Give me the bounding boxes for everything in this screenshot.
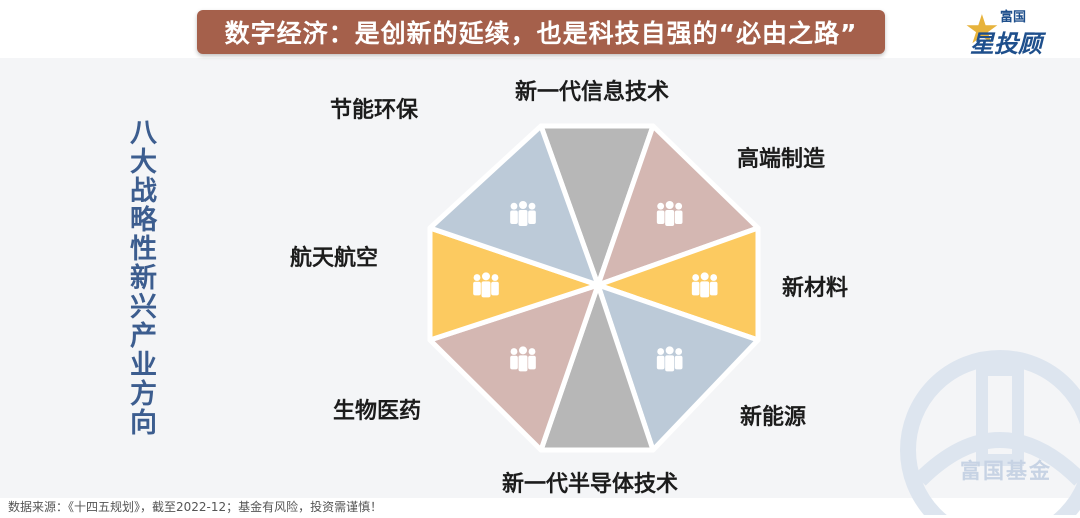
logo-main-text: 星投顾 bbox=[970, 30, 1042, 58]
source-note: 数据来源：《十四五规划》，截至2022-12；基金有风险，投资需谨慎！ bbox=[8, 500, 383, 514]
label-sector-3: 新材料 bbox=[782, 276, 849, 301]
label-sector-4: 新能源 bbox=[740, 405, 807, 430]
label-sector-7: 航天航空 bbox=[290, 246, 379, 271]
people-group-icon bbox=[510, 346, 536, 372]
people-group-icon bbox=[510, 201, 536, 226]
label-sector-6: 生物医药 bbox=[333, 399, 422, 424]
people-group-icon bbox=[656, 201, 683, 226]
label-sector-2: 高端制造 bbox=[737, 147, 826, 172]
watermark-text: 富国基金 bbox=[960, 459, 1052, 483]
star-icon: ★ bbox=[964, 7, 1000, 53]
watermark-emblem bbox=[900, 350, 1080, 515]
label-sector-1: 新一代信息技术 bbox=[515, 80, 670, 105]
people-group-icon bbox=[656, 346, 683, 372]
brand-logo: ★ 富国 星投顾 bbox=[964, 4, 1074, 58]
people-group-icon bbox=[473, 272, 499, 298]
logo-top-text: 富国 bbox=[1000, 10, 1027, 25]
label-sector-8: 节能环保 bbox=[330, 98, 419, 123]
page-title: 数字经济：是创新的延续，也是科技自强的“必由之路” bbox=[197, 10, 885, 54]
label-sector-5: 新一代半导体技术 bbox=[502, 472, 679, 497]
people-group-icon bbox=[691, 272, 718, 298]
side-title: 八大战略性新兴产业方向 bbox=[125, 118, 156, 437]
